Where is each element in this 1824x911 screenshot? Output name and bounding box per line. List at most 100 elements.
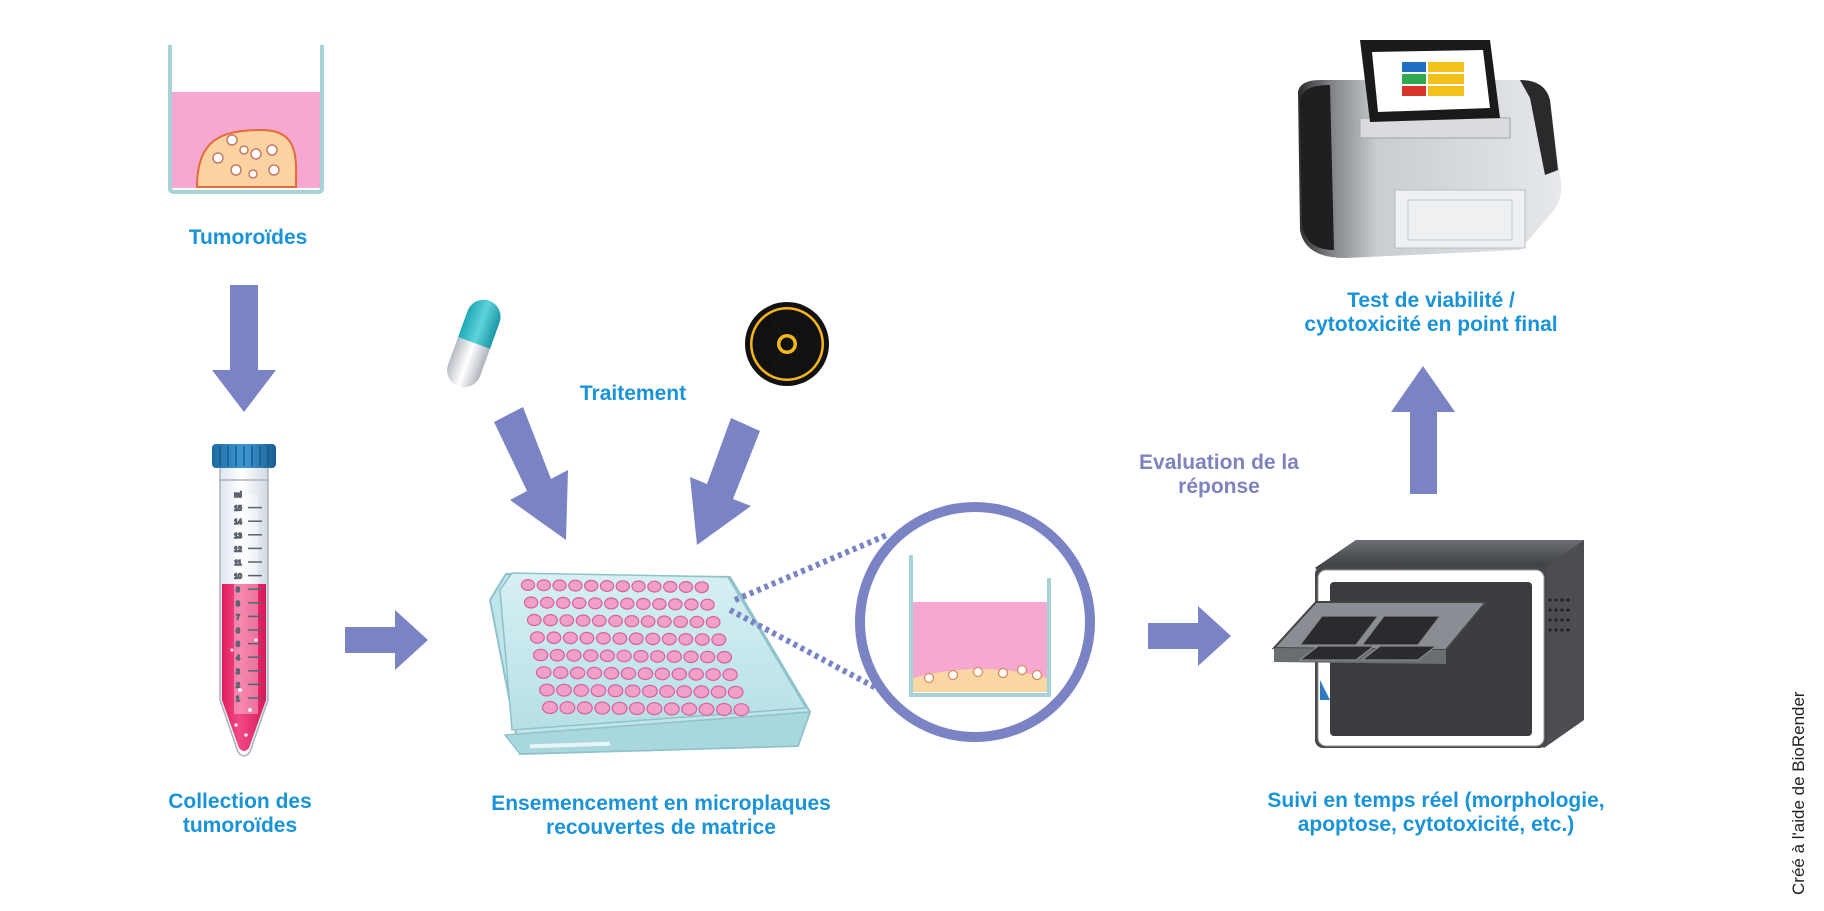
- microplate-well: [541, 700, 558, 715]
- label-evaluation-line-2: réponse: [1178, 475, 1260, 498]
- microplate-well: [573, 683, 590, 697]
- microplate-well: [635, 597, 651, 611]
- microplate-well: [683, 650, 699, 664]
- arrow-right-to-plate: [345, 610, 428, 670]
- microplate-wells: [520, 578, 750, 717]
- microplate-well: [628, 632, 644, 645]
- magnified-well-icon: [855, 502, 1095, 742]
- microplate-well: [698, 702, 715, 716]
- microplate-well: [569, 666, 586, 680]
- microplate-well: [666, 650, 683, 663]
- microplate-well: [668, 598, 683, 611]
- microplate-well: [722, 668, 738, 682]
- microplate-well: [633, 649, 649, 663]
- microplate-well: [676, 685, 693, 699]
- microplate-well: [646, 702, 663, 716]
- microplate-well: [562, 631, 578, 645]
- microplate-well: [579, 631, 595, 645]
- microplate-well: [568, 579, 583, 592]
- microplate-well: [539, 683, 555, 697]
- label-realtime-line-1: Suivi en temps réel (morphologie,: [1267, 789, 1604, 812]
- microplate-well: [612, 632, 628, 645]
- label-treatment: Traitement: [580, 382, 686, 405]
- arrow-right-to-imager: [1148, 606, 1231, 666]
- radiation-icon: [745, 302, 829, 386]
- microplate-well: [716, 650, 733, 664]
- microplate-well: [642, 684, 658, 698]
- tube-scale-label: 3: [236, 669, 240, 676]
- tube-scale-label: 4: [236, 655, 240, 662]
- microplate-well: [700, 650, 716, 664]
- tube-scale-label: 10: [234, 574, 242, 581]
- label-collection-line-1: Collection des: [168, 790, 312, 813]
- arrow-from-capsule: [494, 407, 568, 540]
- microplate-well: [594, 701, 611, 715]
- microplate-well: [694, 633, 710, 646]
- microplate-well: [684, 598, 699, 611]
- microplate-well: [694, 581, 710, 594]
- tube-scale-label: 9: [236, 587, 240, 594]
- microplate-well: [624, 684, 641, 698]
- microplate-well: [590, 684, 607, 698]
- microplate-well: [616, 649, 632, 663]
- microplate-well: [681, 702, 698, 716]
- microplate-well: [595, 631, 611, 645]
- tube-scale-label: 14: [234, 519, 242, 526]
- tube-scale-label: 13: [234, 533, 242, 540]
- microplate-well: [688, 667, 704, 681]
- microplate-well: [661, 632, 677, 646]
- microplate-well: [705, 668, 721, 681]
- microplate-well: [628, 701, 645, 716]
- microplate-well: [663, 702, 680, 716]
- microplate-well: [607, 684, 624, 698]
- microplate-well: [678, 632, 694, 646]
- live-cell-imager-icon: [1271, 540, 1584, 748]
- microplate-well: [647, 580, 662, 593]
- microplate-well: [654, 667, 671, 681]
- label-collection-line-2: tumoroïdes: [183, 814, 297, 837]
- tube-scale-label: 15: [234, 506, 242, 513]
- microplate-well: [624, 615, 640, 628]
- microplate-well: [543, 614, 558, 627]
- microplate-well: [576, 701, 593, 715]
- label-evaluation-line-1: Evaluation de la: [1139, 451, 1299, 474]
- microplate-well: [689, 615, 705, 629]
- microplate-well: [671, 667, 688, 681]
- microplate-well: [615, 580, 631, 593]
- microplate-well: [637, 667, 654, 681]
- microplate-well: [529, 631, 545, 644]
- microplate-well: [575, 614, 591, 627]
- flow-arrows: [212, 285, 1455, 670]
- microplate-well: [663, 580, 678, 593]
- microplate-well: [733, 703, 750, 717]
- microplate-well: [566, 649, 582, 662]
- microplate-well: [652, 597, 667, 611]
- microplate-well: [727, 685, 744, 699]
- microplate-well: [555, 596, 571, 610]
- label-seeding-line-1: Ensemencement en microplaques: [491, 792, 831, 815]
- microplate-well: [520, 578, 536, 591]
- microplate-well: [535, 666, 552, 679]
- tube-scale-label: 1: [236, 696, 240, 703]
- arrow-from-radiation: [690, 418, 760, 545]
- microplate-well: [523, 596, 539, 609]
- microplate-well: [536, 579, 552, 592]
- biorender-credit: Créé à l'aide de BioRender: [1789, 691, 1808, 895]
- microplate-well: [556, 683, 572, 697]
- tube-scale-label: 2: [236, 682, 240, 689]
- microplate-well: [608, 614, 623, 628]
- arrow-up-to-reader: [1391, 366, 1455, 494]
- microplate-well: [559, 614, 575, 627]
- microplate-well: [546, 631, 562, 644]
- tube-scale-label: 7: [236, 614, 240, 621]
- microplate-well: [587, 597, 603, 610]
- microplate-well: [532, 648, 549, 662]
- tube-scale-label: 6: [236, 628, 240, 635]
- microplate-well: [559, 701, 576, 715]
- microplate-well: [611, 701, 628, 715]
- microplate-well: [659, 684, 675, 698]
